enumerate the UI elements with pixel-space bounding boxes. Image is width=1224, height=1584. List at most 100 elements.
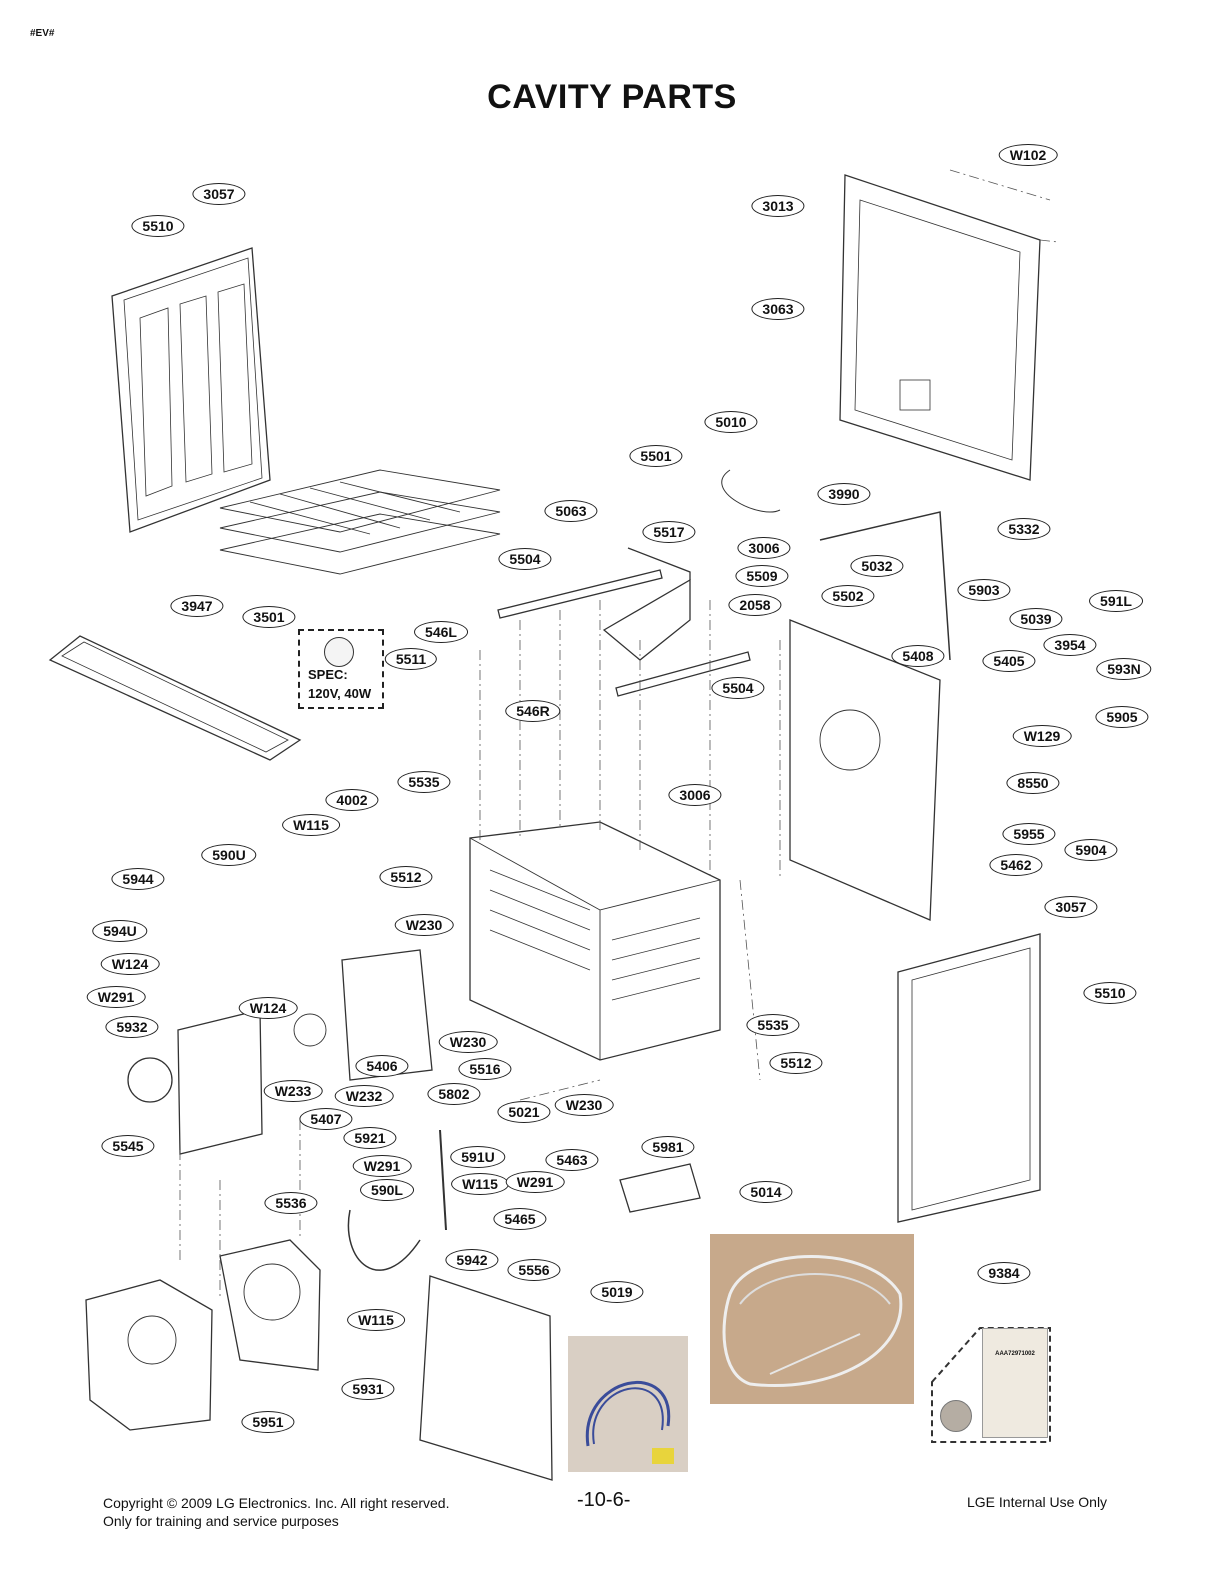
kit-cup	[940, 1400, 972, 1432]
broiler-pan	[48, 635, 302, 761]
part-label-546l: 546L	[414, 621, 468, 643]
part-label-590l: 590L	[360, 1179, 414, 1201]
part-label-w291-right: W291	[505, 1171, 565, 1193]
part-label-5014: 5014	[739, 1181, 793, 1203]
part-label-8550: 8550	[1006, 772, 1060, 794]
kit-bag: AAA72971002	[982, 1328, 1048, 1438]
part-label-5512-top: 5512	[379, 866, 433, 888]
part-label-3006-mid: 3006	[668, 784, 722, 806]
part-label-3006-top: 3006	[737, 537, 791, 559]
cavity-box	[469, 821, 721, 1061]
part-label-546r: 546R	[505, 700, 561, 722]
part-label-5545: 5545	[101, 1135, 155, 1157]
fan-cover-5931	[219, 1239, 321, 1371]
part-label-5332: 5332	[997, 518, 1051, 540]
harness-photo-drawing-5014	[722, 1255, 903, 1387]
part-label-5504-top: 5504	[498, 548, 552, 570]
convection-cover	[177, 1009, 263, 1155]
side-panel-left	[111, 247, 271, 533]
part-label-5932: 5932	[105, 1016, 159, 1038]
part-label-3990: 3990	[817, 483, 871, 505]
part-label-5509: 5509	[735, 565, 789, 587]
part-label-5556: 5556	[507, 1259, 561, 1281]
part-label-5407: 5407	[299, 1108, 353, 1130]
footer-internal: LGE Internal Use Only	[967, 1494, 1108, 1510]
part-label-5405: 5405	[982, 650, 1036, 672]
part-label-5063: 5063	[544, 500, 598, 522]
part-label-2058: 2058	[728, 594, 782, 616]
copyright-line-1: Copyright © 2009 LG Electronics. Inc. Al…	[103, 1495, 450, 1511]
part-label-w124-left: W124	[100, 953, 160, 975]
rear-panel	[839, 174, 1041, 481]
bulb-icon	[324, 637, 354, 667]
page-title: CAVITY PARTS	[487, 78, 737, 116]
oven-racks	[219, 469, 501, 575]
part-label-5019: 5019	[590, 1281, 644, 1303]
door-gasket	[419, 1275, 553, 1481]
part-label-5408: 5408	[891, 645, 945, 667]
part-label-591l: 591L	[1089, 590, 1143, 612]
part-label-w230-b: W230	[438, 1031, 498, 1053]
part-label-w291-left: W291	[86, 986, 146, 1008]
bulb-spec-box: SPEC: 120V, 40W	[298, 629, 384, 709]
part-label-5931: 5931	[341, 1378, 395, 1400]
part-label-w124-mid: W124	[238, 997, 298, 1019]
part-label-5904: 5904	[1064, 839, 1118, 861]
part-label-3947: 3947	[170, 595, 224, 617]
part-label-5951: 5951	[241, 1411, 295, 1433]
part-label-5039: 5039	[1009, 608, 1063, 630]
fan-cover-5951	[85, 1279, 213, 1431]
part-label-5510-left: 5510	[131, 215, 185, 237]
photo-harness-5014	[710, 1234, 914, 1404]
part-label-5942: 5942	[445, 1249, 499, 1271]
part-label-594u: 594U	[92, 920, 148, 942]
part-label-w230-a: W230	[394, 914, 454, 936]
part-label-5512-right: 5512	[769, 1052, 823, 1074]
part-label-5502: 5502	[821, 585, 875, 607]
part-label-5032: 5032	[850, 555, 904, 577]
part-label-5021: 5021	[497, 1101, 551, 1123]
part-label-590u: 590U	[201, 844, 257, 866]
page-number: -10-6-	[577, 1489, 631, 1511]
footer-copyright: Copyright © 2009 LG Electronics. Inc. Al…	[103, 1494, 449, 1530]
part-label-5462: 5462	[989, 854, 1043, 876]
part-label-5905: 5905	[1095, 706, 1149, 728]
part-label-3501: 3501	[242, 606, 296, 628]
part-label-5535-top: 5535	[397, 771, 451, 793]
part-label-5955: 5955	[1002, 823, 1056, 845]
part-label-5903: 5903	[957, 579, 1011, 601]
part-label-w129: W129	[1012, 725, 1072, 747]
spec-line-2: 120V, 40W	[308, 686, 372, 701]
spec-line-1: SPEC:	[308, 667, 348, 682]
part-label-5504-mid: 5504	[711, 677, 765, 699]
cavity-rear-wall	[789, 619, 941, 921]
part-label-w233: W233	[263, 1080, 323, 1102]
side-panel-right	[897, 933, 1041, 1223]
part-label-5465: 5465	[493, 1208, 547, 1230]
kit-bag-label: AAA72971002	[995, 1351, 1035, 1357]
part-label-5536: 5536	[264, 1192, 318, 1214]
part-label-5802: 5802	[427, 1083, 481, 1105]
part-label-3013: 3013	[751, 195, 805, 217]
part-label-5511: 5511	[384, 648, 438, 670]
part-label-5944: 5944	[111, 868, 165, 890]
part-label-5981: 5981	[641, 1136, 695, 1158]
part-label-5010: 5010	[704, 411, 758, 433]
harness-photo-drawing	[585, 1380, 674, 1464]
part-label-5535-right: 5535	[746, 1014, 800, 1036]
part-label-3063: 3063	[751, 298, 805, 320]
part-label-w102: W102	[998, 144, 1058, 166]
part-label-w230-c: W230	[554, 1094, 614, 1116]
part-label-5510-right: 5510	[1083, 982, 1137, 1004]
copyright-line-2: Only for training and service purposes	[103, 1513, 339, 1529]
part-label-3057-top: 3057	[192, 183, 246, 205]
part-label-w115-top: W115	[282, 814, 340, 836]
corner-tag: #EV#	[30, 28, 55, 39]
photo-harness-5019	[568, 1336, 688, 1472]
part-label-593n: 593N	[1096, 658, 1152, 680]
part-label-5517: 5517	[642, 521, 696, 543]
part-label-4002: 4002	[325, 789, 379, 811]
part-label-w291-mid: W291	[352, 1155, 412, 1177]
part-label-591u: 591U	[450, 1146, 506, 1168]
